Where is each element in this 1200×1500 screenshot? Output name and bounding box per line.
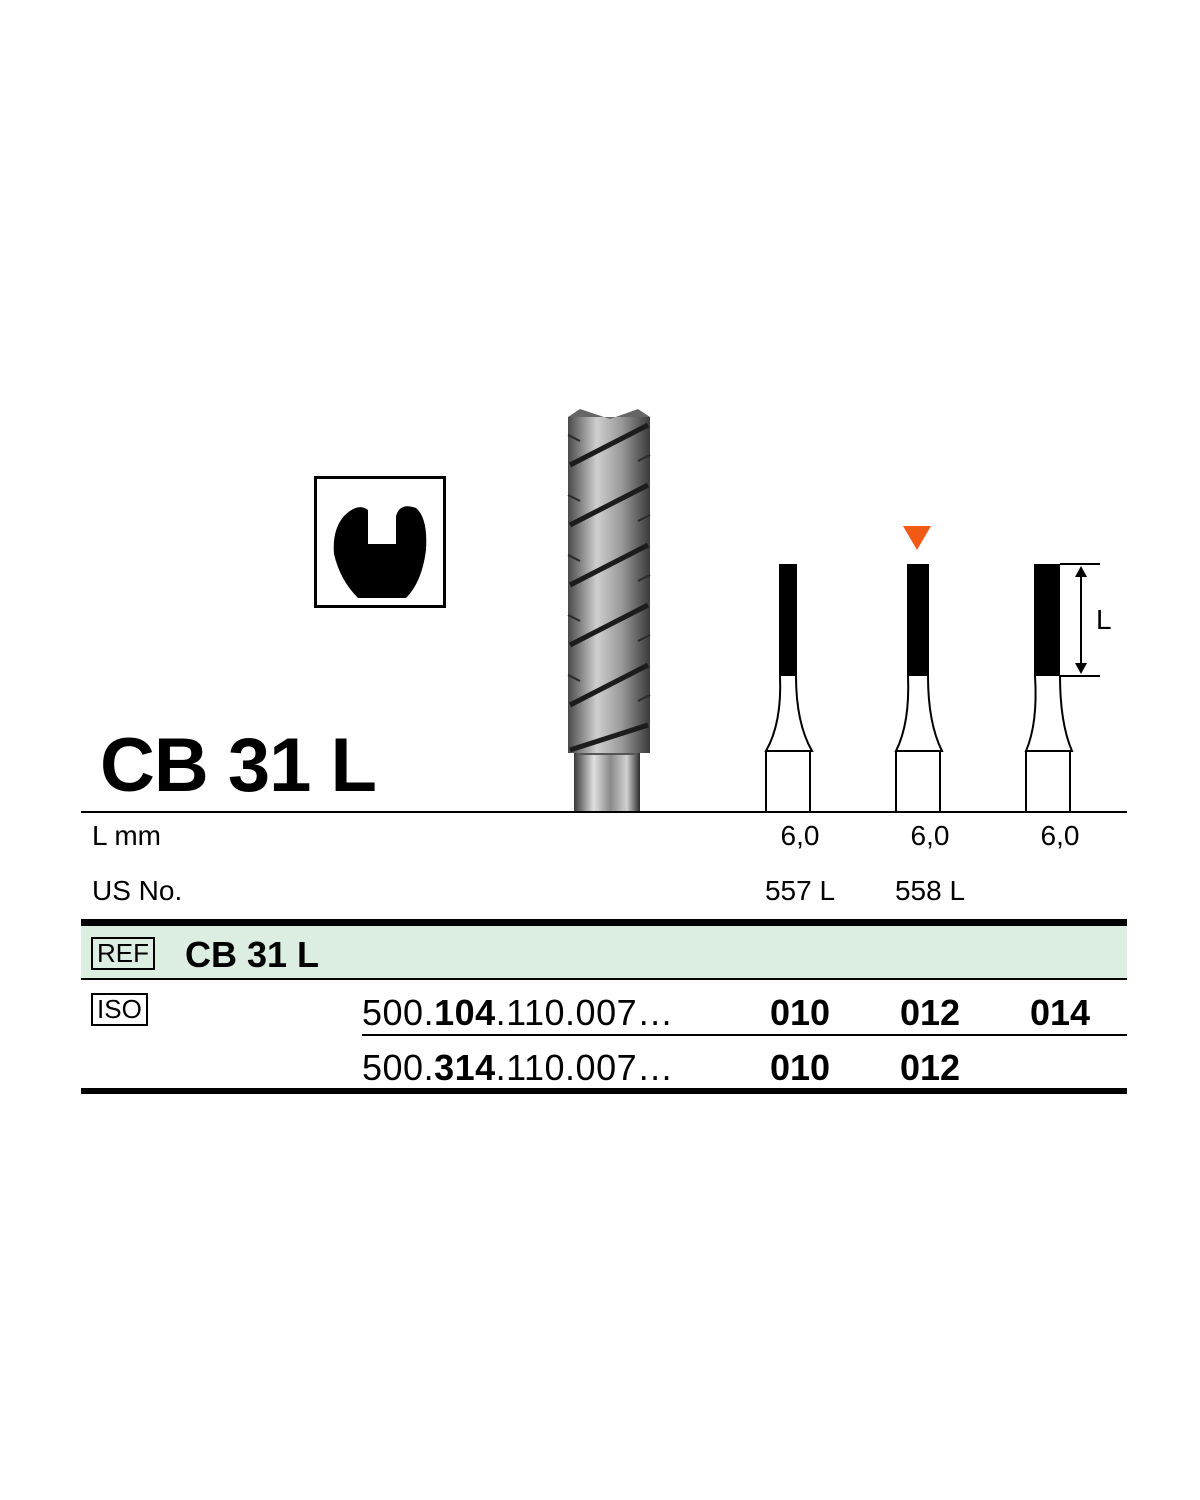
product-title: CB 31 L: [100, 723, 377, 808]
header-divider: [81, 811, 1127, 813]
table-bottom-rule: [81, 1088, 1127, 1094]
orange-triangle-marker-icon: [902, 525, 932, 551]
instrument-diagram-2: [890, 563, 950, 813]
iso-code-2-bold: 314: [434, 1047, 496, 1088]
iso-tag: ISO: [91, 993, 148, 1026]
iso-code-2-suffix: .110.007…: [495, 1047, 674, 1088]
iso-size-1-2: 012: [899, 992, 961, 1033]
iso-size-2-2: 012: [899, 1047, 961, 1088]
row-label-length: L mm: [92, 820, 161, 851]
length-value-3: 6,0: [1040, 820, 1080, 851]
iso-size-1-1: 010: [769, 992, 831, 1033]
ref-top-rule: [81, 919, 1127, 926]
instrument-diagram-1: [760, 563, 820, 813]
length-value-2: 6,0: [910, 820, 950, 851]
ref-bottom-rule: [81, 978, 1127, 980]
iso-code-1-bold: 104: [434, 992, 496, 1033]
us-no-value-2: 558 L: [894, 875, 966, 906]
iso-code-2-prefix: 500.: [362, 1047, 435, 1088]
iso-size-1-3: 014: [1029, 992, 1091, 1033]
iso-code-1-prefix: 500.: [362, 992, 435, 1033]
iso-size-2-1: 010: [769, 1047, 831, 1088]
row-label-us-no: US No.: [92, 875, 183, 906]
iso-code-2: 500.314.110.007…: [362, 1050, 674, 1086]
crown-cavity-preparation-icon: [314, 476, 446, 608]
us-no-value-1: 557 L: [764, 875, 836, 906]
length-value-1: 6,0: [780, 820, 820, 851]
length-label: L: [1096, 604, 1112, 635]
ref-name: CB 31 L: [185, 934, 320, 975]
iso-code-1: 500.104.110.007…: [362, 995, 674, 1031]
iso-code-1-suffix: .110.007…: [495, 992, 674, 1033]
ref-band: [81, 926, 1127, 978]
carbide-bur-image: [560, 405, 660, 813]
iso-divider: [362, 1034, 1127, 1036]
instrument-diagram-3: [1020, 563, 1120, 813]
ref-tag: REF: [91, 937, 155, 970]
